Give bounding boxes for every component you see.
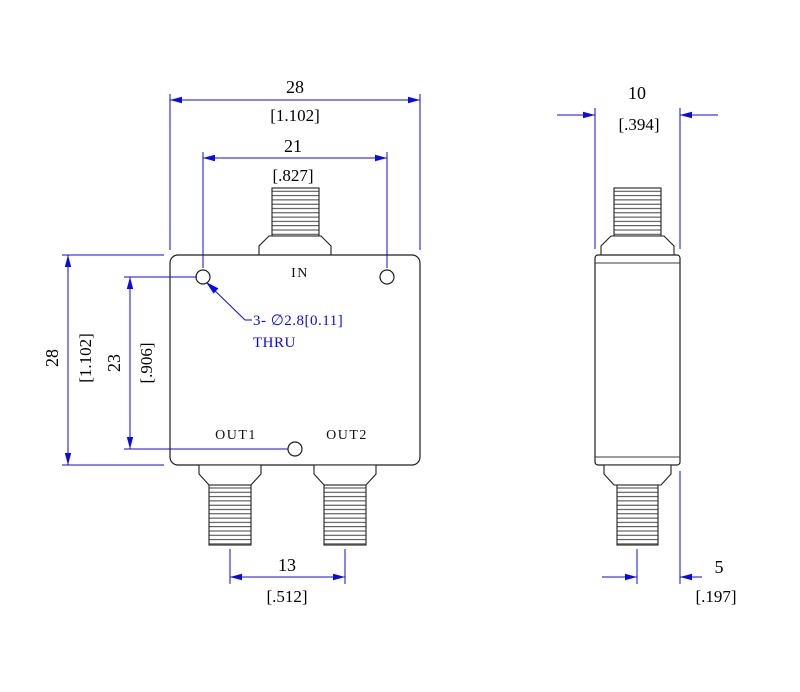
dim-depth-mm: 10	[628, 83, 646, 103]
side-in-connector-nut	[600, 235, 675, 256]
arrowhead	[583, 111, 595, 119]
arrowhead	[680, 111, 692, 119]
out1-connector-threads	[208, 484, 252, 546]
dim-hole-span-in: [.827]	[272, 166, 313, 185]
arrowhead	[230, 573, 242, 581]
dim-width-in: [1.102]	[270, 106, 320, 125]
dim-height-mm: 28	[42, 349, 62, 367]
front-view: IN OUT1 OUT2	[169, 187, 421, 546]
hole-callout: 3- ∅2.8[0.11] THRU	[206, 282, 343, 351]
dim-height-in: [1.102]	[76, 333, 95, 383]
port-label-out2: OUT2	[326, 428, 368, 443]
port-label-in: IN	[291, 266, 309, 281]
in-connector-threads	[271, 187, 320, 237]
port-label-out1: OUT1	[215, 428, 257, 443]
dim-offset-mm: 5	[715, 557, 724, 577]
dim-hole-vspan: 23 [.906]	[104, 276, 288, 450]
arrowhead	[680, 573, 692, 581]
arrowhead	[203, 154, 215, 162]
dim-out-span-in: [.512]	[266, 587, 307, 606]
arrowhead	[64, 255, 72, 267]
dim-offset-in: [.197]	[695, 587, 736, 606]
arrowhead	[126, 277, 134, 289]
hole-note-line2: THRU	[253, 335, 296, 351]
arrowhead	[170, 96, 182, 104]
front-body-outline	[169, 254, 421, 466]
side-in-connector-threads	[613, 187, 662, 237]
side-out-connector-nut	[603, 464, 672, 486]
arrowhead	[408, 96, 420, 104]
hole-note-line1: 3- ∅2.8[0.11]	[253, 313, 343, 329]
dim-hole-vspan-in: [.906]	[137, 342, 156, 383]
out2-connector-threads	[323, 484, 367, 546]
mounting-hole-top-left	[195, 269, 211, 285]
out2-connector-nut	[313, 464, 377, 486]
dim-depth-in: [.394]	[618, 115, 659, 134]
side-body-outline	[594, 254, 681, 466]
dim-out-span: 13 [.512]	[229, 549, 346, 606]
out1-connector-nut	[198, 464, 262, 486]
dim-depth: 10 [.394]	[557, 83, 718, 249]
dim-hole-vspan-mm: 23	[104, 354, 124, 372]
mounting-hole-top-right	[379, 269, 395, 285]
in-connector-nut	[258, 235, 332, 256]
side-view	[594, 187, 681, 546]
dim-hole-span-mm: 21	[284, 136, 302, 156]
leader-line	[206, 282, 252, 321]
arrowhead	[625, 573, 637, 581]
arrowhead	[375, 154, 387, 162]
dim-hole-span: 21 [.827]	[202, 136, 388, 268]
dim-width-mm: 28	[286, 77, 304, 97]
dim-overall-width: 28 [1.102]	[169, 77, 421, 250]
dim-out-span-mm: 13	[278, 555, 296, 575]
arrowhead	[64, 453, 72, 465]
side-out-connector-threads	[616, 484, 659, 546]
arrowhead	[333, 573, 345, 581]
dim-offset: 5 [.197]	[602, 471, 737, 606]
mounting-hole-bottom-center	[287, 441, 303, 457]
dim-overall-height: 28 [1.102]	[42, 254, 164, 466]
arrowhead	[126, 437, 134, 449]
